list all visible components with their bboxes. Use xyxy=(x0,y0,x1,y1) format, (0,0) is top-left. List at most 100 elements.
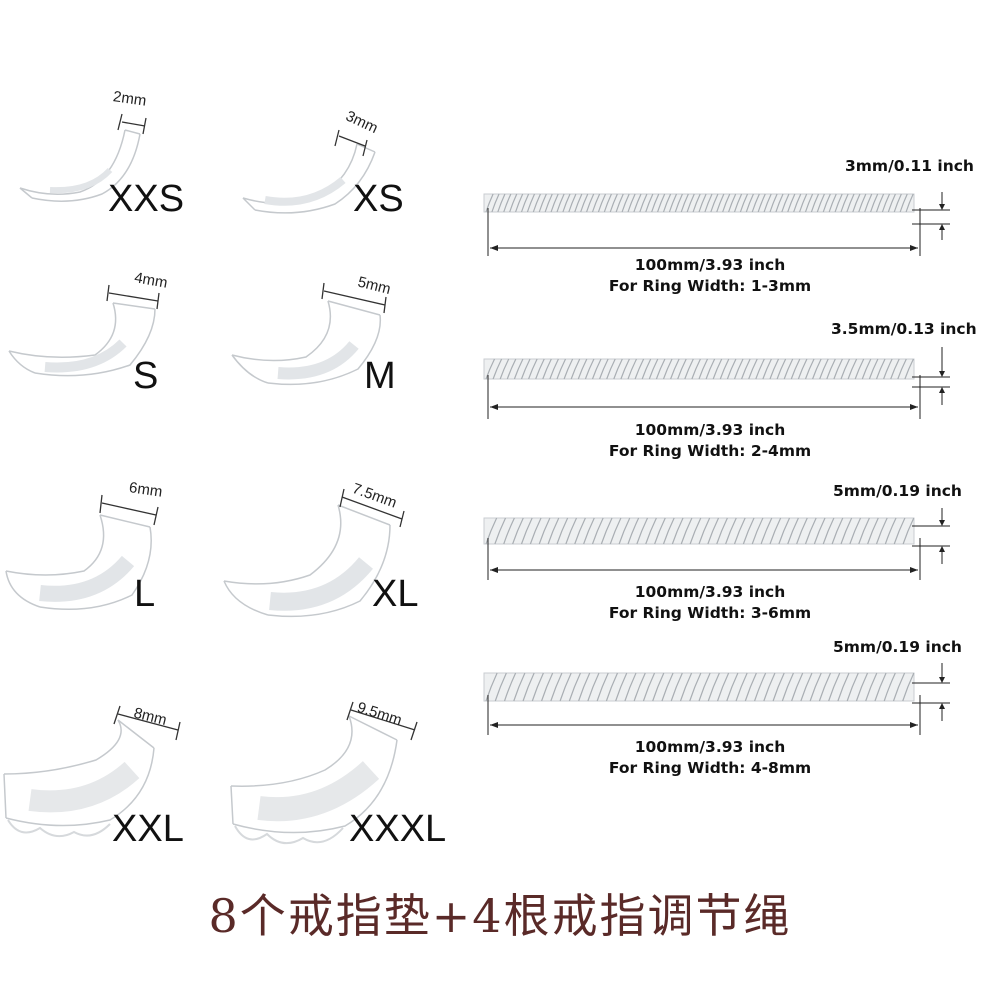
coil-turn xyxy=(707,517,720,545)
coil-turn xyxy=(800,672,813,702)
coil-turn xyxy=(559,672,572,702)
product-caption: 8个戒指垫+4根戒指调节绳 xyxy=(208,889,792,943)
coil-turn xyxy=(753,672,767,702)
coil-turn xyxy=(684,358,694,380)
coil-turns xyxy=(485,193,914,213)
coil-turn xyxy=(532,193,541,213)
coil-turn xyxy=(819,358,829,380)
coil-turn xyxy=(556,517,569,545)
coil-turns xyxy=(485,517,915,545)
coil-turn xyxy=(587,672,600,702)
coil-turn xyxy=(544,193,553,213)
coil-drawing xyxy=(483,663,950,735)
coil-turn xyxy=(812,358,822,380)
coil-turn xyxy=(775,193,784,213)
coil-turn xyxy=(636,517,649,545)
coil-turn xyxy=(884,517,897,545)
coil-turn xyxy=(547,517,560,545)
coil-turn xyxy=(679,672,693,702)
coil-turn xyxy=(513,672,526,702)
coil-turn xyxy=(680,517,693,545)
coil-turn xyxy=(565,517,578,545)
coil-turn xyxy=(596,672,609,702)
coil-turn xyxy=(662,358,673,380)
coil-turn xyxy=(642,672,656,702)
pad-size-label: S xyxy=(133,355,159,397)
coil-turn xyxy=(796,517,808,545)
coil-turn xyxy=(578,672,591,702)
ring-pad-xxs: 2mm XXS xyxy=(10,88,210,220)
coil-turns xyxy=(485,672,915,702)
coil-turn xyxy=(528,358,538,380)
coil-turn xyxy=(810,193,820,213)
coil-turn xyxy=(670,358,680,380)
coil-turn xyxy=(837,672,850,702)
pad-shape xyxy=(3,705,181,838)
coil-turn xyxy=(840,517,853,545)
coil-turn xyxy=(813,517,826,545)
coil-turn xyxy=(562,193,571,213)
pad-shape xyxy=(223,488,405,618)
ring-pad-m: 5mm M xyxy=(228,265,428,397)
coil-turn xyxy=(822,193,831,213)
coil-turn xyxy=(902,672,915,702)
coil-turn xyxy=(538,193,547,213)
coil-turn xyxy=(854,358,865,380)
coil-turn xyxy=(897,358,907,380)
coil-turn xyxy=(591,517,604,545)
coil-turn xyxy=(840,193,849,213)
coil-turn xyxy=(599,358,609,380)
coil-turn xyxy=(726,672,739,702)
coil-turn xyxy=(741,358,751,380)
ring-pad-xxxl: 9.5mm XXXL xyxy=(225,699,465,860)
spring-coil-4 xyxy=(480,663,960,743)
coil-turn xyxy=(748,358,758,380)
spring-coil-1 xyxy=(480,180,960,260)
coil-turn xyxy=(698,358,709,380)
coil-turn xyxy=(828,672,841,702)
ring-pad-xxl: 8mm XXL xyxy=(0,700,210,860)
coil-turn xyxy=(509,193,518,213)
coil-turn xyxy=(550,193,559,213)
coil-turn xyxy=(657,193,666,213)
coil-turn xyxy=(654,517,666,545)
coil-turn xyxy=(776,358,787,380)
coil-turns xyxy=(485,358,914,380)
coil-turn xyxy=(503,517,515,545)
coil-length: 100mm/3.93 inch xyxy=(634,421,786,439)
pad-shape xyxy=(242,129,376,214)
coil-turn xyxy=(875,358,886,380)
coil-turn xyxy=(760,517,773,545)
pad-shape xyxy=(230,701,418,845)
coil-turn xyxy=(883,672,896,702)
coil-turn xyxy=(772,672,785,702)
coil-turn xyxy=(652,672,665,702)
coil-turn xyxy=(568,672,582,702)
coil-turn xyxy=(485,517,498,545)
coil-turn xyxy=(704,193,713,213)
coil-turn xyxy=(538,517,551,545)
coil-turn xyxy=(804,358,815,380)
coil-turn xyxy=(705,358,716,380)
pad-shape xyxy=(19,113,147,202)
coil-turn xyxy=(787,193,796,213)
coil-turn xyxy=(858,193,867,213)
coil-turn xyxy=(787,517,799,545)
coil-turn xyxy=(790,358,801,380)
coil-turn xyxy=(726,358,737,380)
coil-turn xyxy=(615,672,628,702)
coil-turn xyxy=(769,517,782,545)
coil-turn xyxy=(556,193,565,213)
coil-turn xyxy=(762,358,772,380)
coil-turn xyxy=(648,358,659,380)
coil-turn xyxy=(627,358,638,380)
coil-turn xyxy=(739,193,749,213)
coil-turn xyxy=(818,672,832,702)
coil-turn xyxy=(645,517,657,545)
coil-drawing xyxy=(483,347,950,419)
coil-turn xyxy=(733,193,743,213)
coil-turn xyxy=(494,517,507,545)
coil-turn xyxy=(828,193,837,213)
coil-turn xyxy=(751,517,764,545)
coil-turn xyxy=(620,358,630,380)
